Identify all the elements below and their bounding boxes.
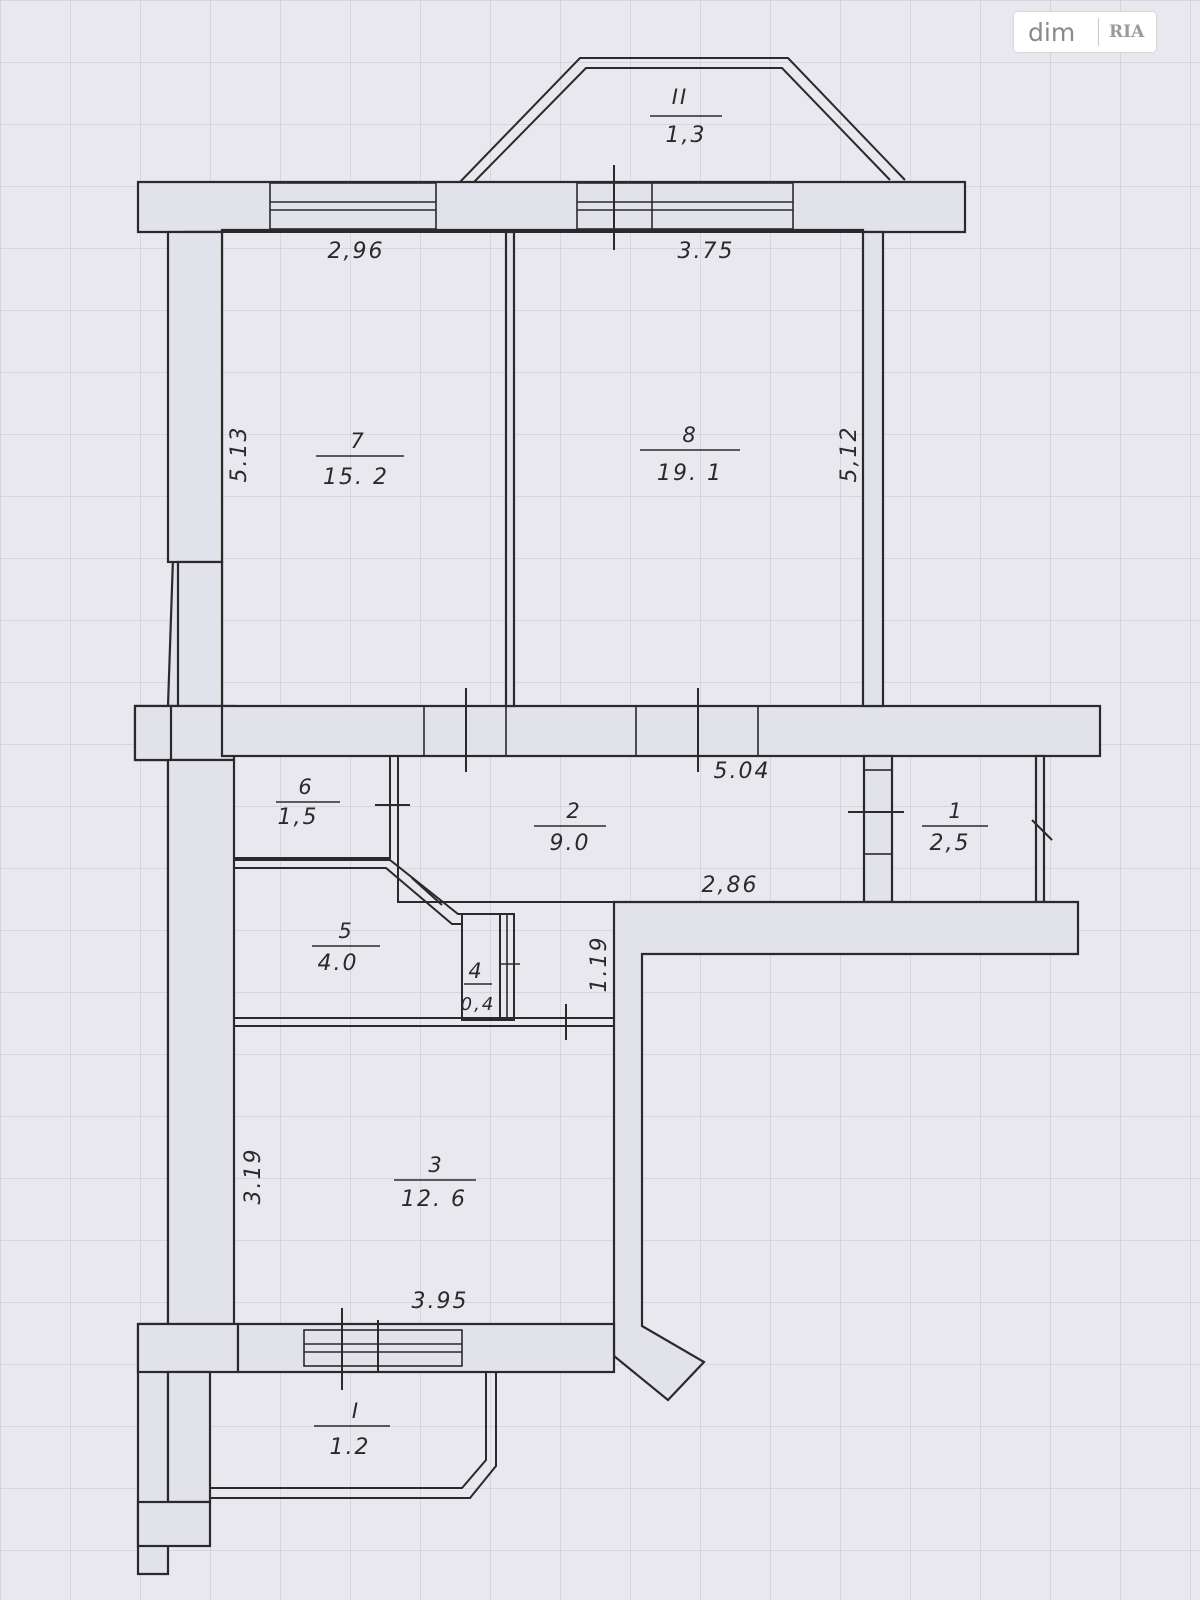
dim-room7-width: 2,96 bbox=[328, 239, 385, 264]
room-1-area: 2,5 bbox=[930, 831, 971, 856]
dim-corridor-length: 5.04 bbox=[714, 759, 771, 784]
room-4-id: 4 bbox=[468, 959, 483, 983]
room-6-area: 1,5 bbox=[278, 805, 319, 830]
logo-dim-text: dim bbox=[1028, 17, 1076, 47]
room-5-area: 4.0 bbox=[318, 951, 359, 976]
dim-ria-logo: dim RIA bbox=[1014, 12, 1156, 52]
dim-room3-width: 3.95 bbox=[412, 1289, 469, 1314]
logo-separator bbox=[1098, 18, 1099, 46]
dim-room8-height: 5,12 bbox=[837, 426, 862, 483]
room-3 bbox=[233, 1025, 615, 1325]
room-7-area: 15. 2 bbox=[323, 465, 389, 490]
balcony-bottom bbox=[210, 1371, 497, 1499]
balcony-top bbox=[459, 57, 906, 183]
room-3-id: 3 bbox=[428, 1153, 443, 1177]
room-I-id: I bbox=[352, 1399, 360, 1423]
dimension-labels: 2,96 3.75 5.13 5,12 5.04 2,86 1.19 3.19 … bbox=[227, 239, 862, 1314]
dim-room3-height: 3.19 bbox=[241, 1148, 266, 1205]
dim-room8-width: 3.75 bbox=[678, 239, 735, 264]
room-2-area: 9.0 bbox=[550, 831, 591, 856]
room-II-area: 1,3 bbox=[666, 123, 707, 148]
room-1-block bbox=[612, 754, 1080, 1402]
dim-room7-height: 5.13 bbox=[227, 426, 252, 483]
room-I-area: 1.2 bbox=[330, 1435, 371, 1460]
logo-ria-text: RIA bbox=[1109, 22, 1145, 42]
room-6-id: 6 bbox=[298, 775, 313, 799]
room-8-area: 19. 1 bbox=[657, 461, 723, 486]
top-wall bbox=[136, 165, 967, 250]
dim-step-height: 1.19 bbox=[587, 936, 612, 993]
center-block bbox=[233, 755, 865, 1040]
room-5-id: 5 bbox=[338, 919, 353, 943]
room-8-id: 8 bbox=[682, 423, 697, 447]
room-7-id: 7 bbox=[350, 429, 365, 453]
room-1-id: 1 bbox=[948, 799, 963, 823]
room-2-id: 2 bbox=[566, 799, 581, 823]
room-3-area: 12. 6 bbox=[401, 1187, 467, 1212]
room-4-area: 0,4 bbox=[461, 994, 496, 1015]
dim-corridor-lower: 2,86 bbox=[702, 873, 759, 898]
room-II-id: II bbox=[672, 85, 688, 109]
middle-wall bbox=[220, 688, 1102, 772]
room-labels: II 1,3 7 15. 2 8 19. 1 6 1,5 2 9.0 1 2,5… bbox=[276, 85, 988, 1460]
